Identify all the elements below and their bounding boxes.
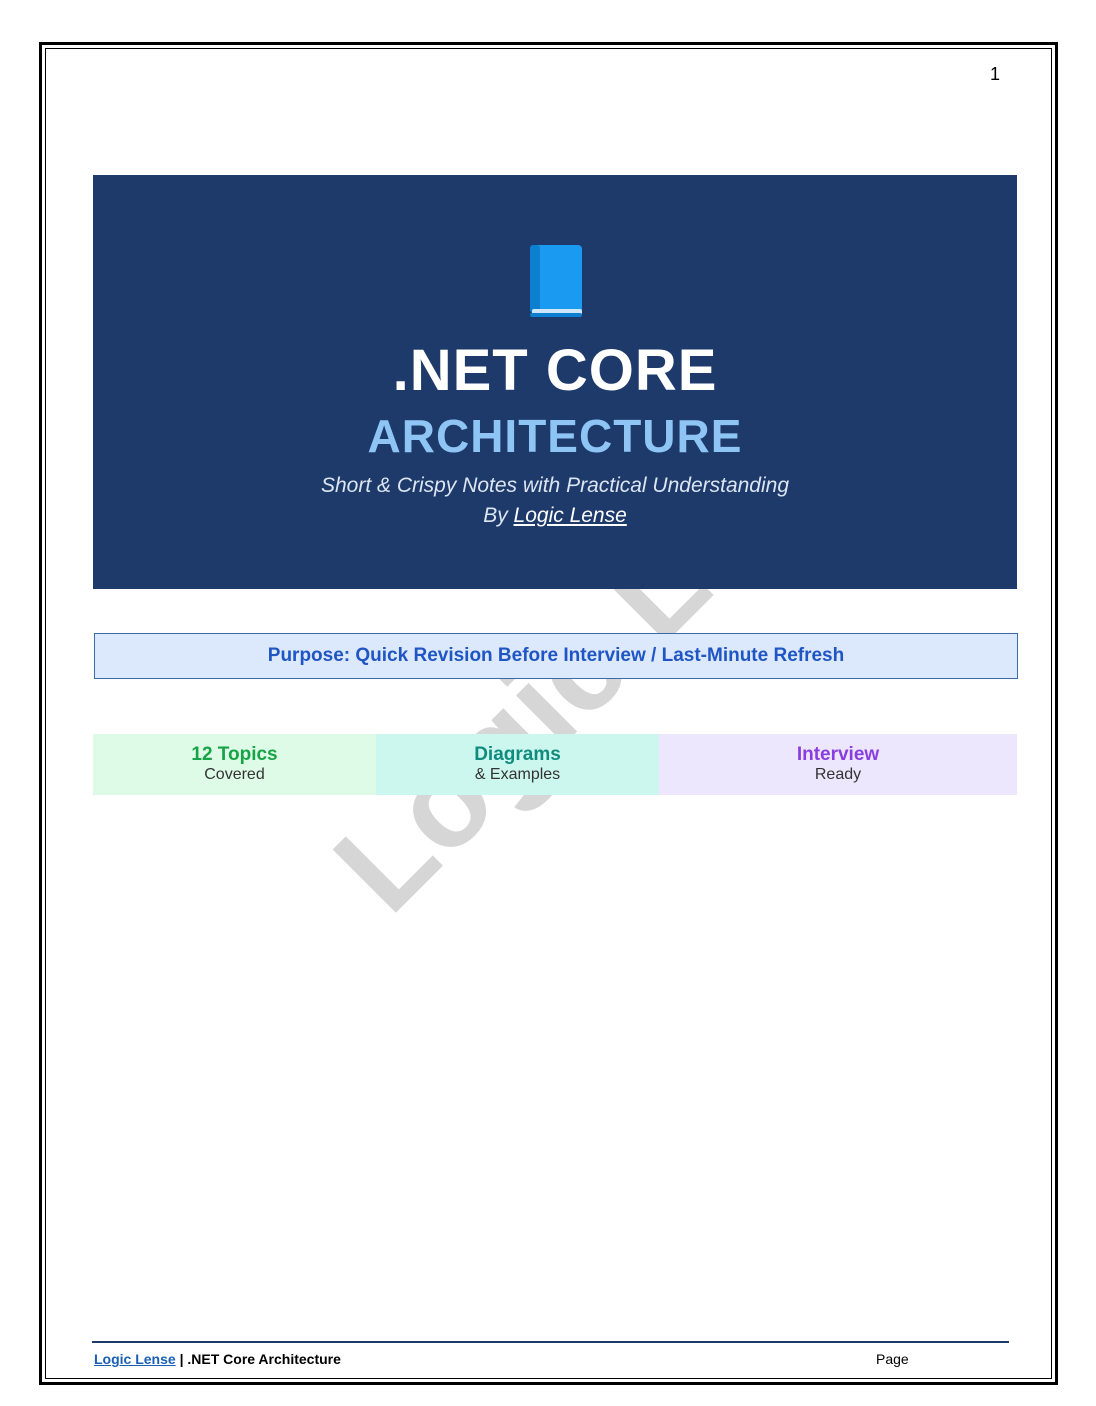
purpose-banner: Purpose: Quick Revision Before Interview… (94, 633, 1018, 679)
footer-doc-title: .NET Core Architecture (187, 1351, 341, 1367)
footer-title: Logic Lense | .NET Core Architecture (94, 1351, 341, 1367)
author-link[interactable]: Logic Lense (513, 504, 627, 527)
page-number: 1 (989, 64, 1000, 84)
feature-subtitle: Ready (814, 766, 862, 783)
feature-strip: 12 Topics Covered Diagrams & Examples In… (93, 734, 1017, 795)
footer-brand-link[interactable]: Logic Lense (94, 1351, 176, 1367)
feature-title: 12 Topics (191, 744, 278, 765)
feature-topics: 12 Topics Covered (93, 734, 376, 795)
feature-title: Diagrams (474, 744, 561, 765)
feature-diagrams: Diagrams & Examples (376, 734, 659, 795)
footer-page-label: Page (876, 1351, 909, 1367)
book-icon (530, 245, 582, 317)
author-byline: By Logic Lense (93, 504, 1017, 528)
byline-prefix: By (483, 504, 514, 527)
feature-subtitle: Covered (204, 766, 265, 783)
footer-separator: | (175, 1351, 188, 1367)
feature-interview: Interview Ready (659, 734, 1017, 795)
document-title: .NET CORE (392, 338, 718, 403)
page-border-inner (45, 48, 1052, 1379)
document-subtitle: ARCHITECTURE (367, 410, 743, 462)
footer-divider (92, 1341, 1009, 1343)
feature-subtitle: & Examples (474, 766, 561, 783)
page-border-outer (39, 42, 1058, 1385)
cover-banner: .NET CORE ARCHITECTURE Short & Crispy No… (93, 175, 1017, 589)
document-tagline: Short & Crispy Notes with Practical Unde… (320, 474, 790, 497)
feature-title: Interview (796, 744, 880, 765)
